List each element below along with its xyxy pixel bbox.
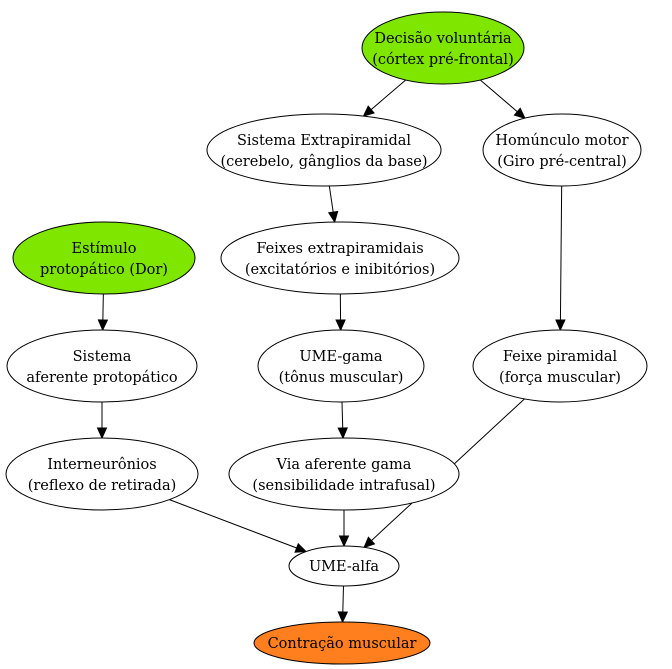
node-decisao-line1: Decisão voluntária: [374, 31, 512, 47]
node-sistema-aferente-line1: Sistema: [73, 349, 132, 365]
node-via-aferente: Via aferente gama (sensibilidade intrafu…: [228, 437, 460, 511]
node-feixes-extra: Feixes extrapiramidais (excitatórios e i…: [220, 221, 460, 295]
edge-ume_gama-to-via_aferente: [341, 401, 344, 429]
edge-decisao-to-homunculo: [479, 79, 518, 113]
node-feixe-piramidal-line2: (força muscular): [499, 370, 621, 386]
node-estimulo-line2: protopático (Dor): [40, 262, 168, 278]
arrowhead-estimulo-to-sistema_aferente: [97, 319, 109, 332]
node-homunculo-line1: Homúnculo motor: [495, 133, 628, 149]
node-feixes-extra-line1: Feixes extrapiramidais: [256, 241, 423, 257]
node-via-aferente-line1: Via aferente gama: [276, 457, 412, 473]
arrowhead-via_aferente-to-ume_alfa: [338, 535, 350, 548]
arrowhead-ume_gama-to-via_aferente: [337, 427, 348, 440]
edge-ume_alfa-to-contracao: [342, 585, 344, 613]
arrowhead-feixe_piramidal-to-ume_alfa: [363, 536, 376, 549]
node-feixe-piramidal: Feixe piramidal (força muscular): [472, 329, 648, 403]
node-sistema-aferente-line2: aferente protopático: [26, 370, 177, 386]
arrowhead-decisao-to-extrapiramidal: [362, 105, 375, 117]
edge-interneuronios-to-ume_alfa: [169, 499, 297, 549]
node-feixe-piramidal-line1: Feixe piramidal: [503, 349, 618, 365]
node-interneuronios-line1: Interneurônios: [47, 457, 156, 473]
node-extrapiramidal-line1: Sistema Extrapiramidal: [237, 133, 411, 149]
node-interneuronios: Interneurônios (reflexo de retirada): [5, 437, 199, 511]
node-decisao-line2: (córtex pré-frontal): [372, 52, 513, 68]
node-homunculo: Homúnculo motor (Giro pré-central): [482, 113, 642, 187]
node-ume-alfa-line1: UME-alfa: [309, 559, 379, 575]
node-via-aferente-line2: (sensibilidade intrafusal): [252, 478, 435, 494]
edge-extrapiramidal-to-feixes_extra: [328, 185, 334, 213]
node-decisao: Decisão voluntária (córtex pré-frontal): [361, 11, 525, 85]
arrowhead-decisao-to-homunculo: [513, 107, 526, 120]
node-ume-alfa: UME-alfa: [288, 545, 400, 587]
node-estimulo-line1: Estímulo: [72, 241, 137, 257]
arrowhead-interneuronios-to-ume_alfa: [294, 542, 308, 553]
arrowhead-extrapiramidal-to-feixes_extra: [327, 210, 339, 224]
edge-decisao-to-extrapiramidal: [370, 79, 407, 110]
arrowhead-ume_alfa-to-contracao: [337, 611, 349, 624]
node-contracao-line1: Contração muscular: [268, 636, 417, 652]
node-contracao: Contração muscular: [253, 621, 431, 665]
node-homunculo-line2: (Giro pré-central): [497, 154, 627, 170]
node-extrapiramidal-line2: (cerebelo, gânglios da base): [220, 154, 427, 170]
arrowhead-homunculo-to-feixe_piramidal: [555, 319, 566, 332]
node-ume-gama-line2: (tônus muscular): [279, 370, 404, 386]
arrowhead-sistema_aferente-to-interneuronios: [96, 427, 108, 440]
arrowhead-feixes_extra-to-ume_gama: [335, 319, 346, 332]
node-estimulo: Estímulo protopático (Dor): [12, 221, 196, 295]
edge-homunculo-to-feixe_piramidal: [559, 185, 563, 321]
node-ume-gama-line1: UME-gama: [299, 349, 382, 365]
node-feixes-extra-line2: (excitatórios e inibitórios): [245, 262, 435, 278]
node-sistema-aferente: Sistema aferente protopático: [6, 329, 198, 403]
node-interneuronios-line2: (reflexo de retirada): [28, 478, 177, 494]
node-extrapiramidal: Sistema Extrapiramidal (cerebelo, gângli…: [206, 113, 442, 187]
node-ume-gama: UME-gama (tônus muscular): [257, 329, 425, 403]
